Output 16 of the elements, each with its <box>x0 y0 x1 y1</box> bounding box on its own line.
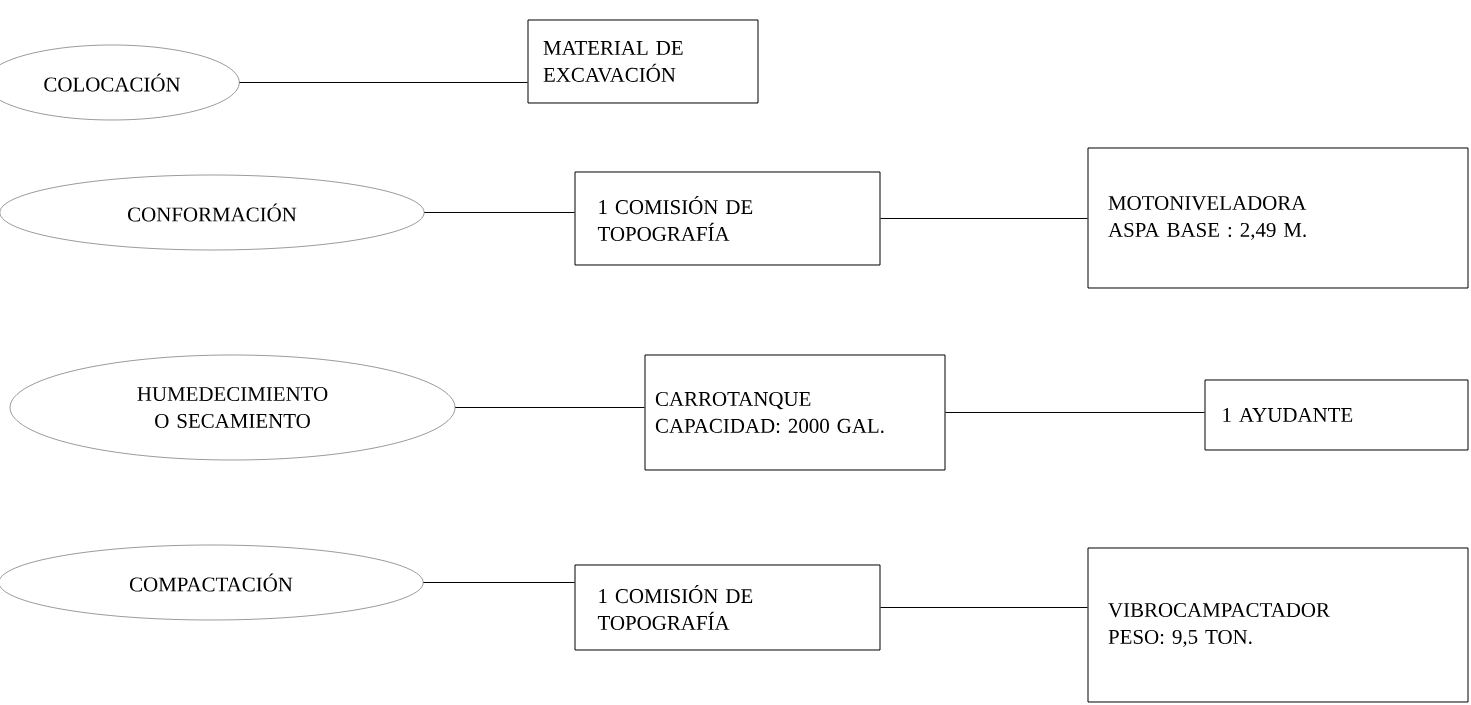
connector-line <box>423 212 575 213</box>
text-box: MOTONIVELADORA ASPA BASE : 2,49 M. <box>1087 147 1469 289</box>
connector-line <box>454 407 645 408</box>
text-box: 1 COMISIÓN DE TOPOGRAFÍA <box>574 564 881 651</box>
text-box: 1 AYUDANTE <box>1204 379 1469 451</box>
connector-line <box>880 218 1088 219</box>
connector-line <box>422 582 575 583</box>
text-box: CARROTANQUE CAPACIDAD: 2000 GAL. <box>644 354 946 471</box>
connector-line <box>945 412 1205 413</box>
text-box: VIBROCAMPACTADOR PESO: 9,5 TON. <box>1087 547 1469 703</box>
text-box: 1 COMISIÓN DE TOPOGRAFÍA <box>574 171 881 266</box>
connector-line <box>880 607 1088 608</box>
connector-line <box>239 82 528 83</box>
ellipse-node: CONFORMACIÓN <box>0 174 425 251</box>
text-box: MATERIAL DE EXCAVACIÓN <box>527 19 759 104</box>
ellipse-node: HUMEDECIMIENTO O SECAMIENTO <box>9 354 456 461</box>
